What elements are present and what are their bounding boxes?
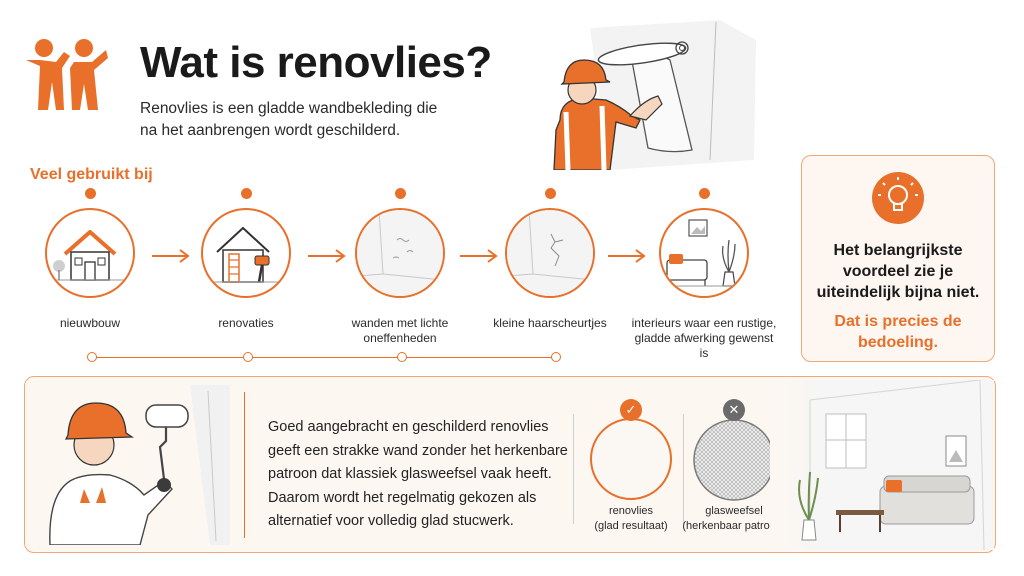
timeline-node xyxy=(243,352,253,362)
lightbulb-icon xyxy=(878,177,918,211)
glasweefsel-label: glasweefsel (herkenbaar patroon) xyxy=(682,505,786,532)
use-item-newbuild xyxy=(45,208,135,298)
use-label-hairline-cracks: kleine haarscheurtjes xyxy=(493,316,607,330)
arrow-right-icon xyxy=(460,249,498,263)
use-marker-dot xyxy=(699,188,710,199)
cracked-wall-icon xyxy=(507,210,593,296)
use-marker-dot xyxy=(241,188,252,199)
house-icon xyxy=(51,230,129,281)
uses-timeline xyxy=(92,357,558,358)
use-label-newbuild: nieuwbouw xyxy=(59,316,121,330)
panel-divider-accent xyxy=(244,392,245,538)
timeline-node xyxy=(551,352,561,362)
timeline-node xyxy=(87,352,97,362)
uneven-wall-icon xyxy=(357,210,443,296)
use-item-uneven-walls xyxy=(355,208,445,298)
renovation-house-icon xyxy=(209,226,283,283)
comparison-divider xyxy=(683,414,684,524)
arrow-right-icon xyxy=(152,249,190,263)
arrow-right-icon xyxy=(608,249,646,263)
timeline-node xyxy=(397,352,407,362)
renovlies-label: renovlies (glad resultaat) xyxy=(594,505,668,532)
worker-rolling-paint-illustration xyxy=(49,385,230,545)
benefit-icon-badge xyxy=(872,172,924,224)
benefit-statement: Het belangrijkste voordeel zie je uitein… xyxy=(816,242,980,301)
use-item-renovation xyxy=(201,208,291,298)
use-item-calm-interiors xyxy=(659,208,749,298)
renovlies-sample xyxy=(590,418,672,500)
page-subtitle: Renovlies is een gladde wandbekleding di… xyxy=(140,100,438,139)
page-title: Wat is renovlies? xyxy=(140,38,492,87)
use-label-uneven-walls: wanden met lichte oneffenheden xyxy=(351,316,449,345)
worker-hanging-renovlies-illustration xyxy=(553,20,756,170)
use-marker-dot xyxy=(395,188,406,199)
use-label-calm-interiors: interieurs waar een rustige, gladde afwe… xyxy=(631,316,777,360)
uses-heading: Veel gebruikt bij xyxy=(30,166,153,183)
brand-logo xyxy=(26,39,108,110)
use-label-renovation: renovaties xyxy=(218,316,274,330)
glasweefsel-sample xyxy=(693,419,775,501)
check-icon: ✓ xyxy=(620,399,642,421)
arrow-right-icon xyxy=(308,249,346,263)
comparison-divider xyxy=(573,414,574,524)
use-marker-dot xyxy=(85,188,96,199)
living-room-icon xyxy=(661,219,747,287)
use-item-hairline-cracks xyxy=(505,208,595,298)
finished-room-illustration xyxy=(770,380,994,550)
cross-icon: ✕ xyxy=(723,399,745,421)
benefit-accent-statement: Dat is precies de bedoeling. xyxy=(834,313,962,351)
use-marker-dot xyxy=(545,188,556,199)
explanation-text: Goed aangebracht en geschilderd renovlie… xyxy=(268,419,568,529)
